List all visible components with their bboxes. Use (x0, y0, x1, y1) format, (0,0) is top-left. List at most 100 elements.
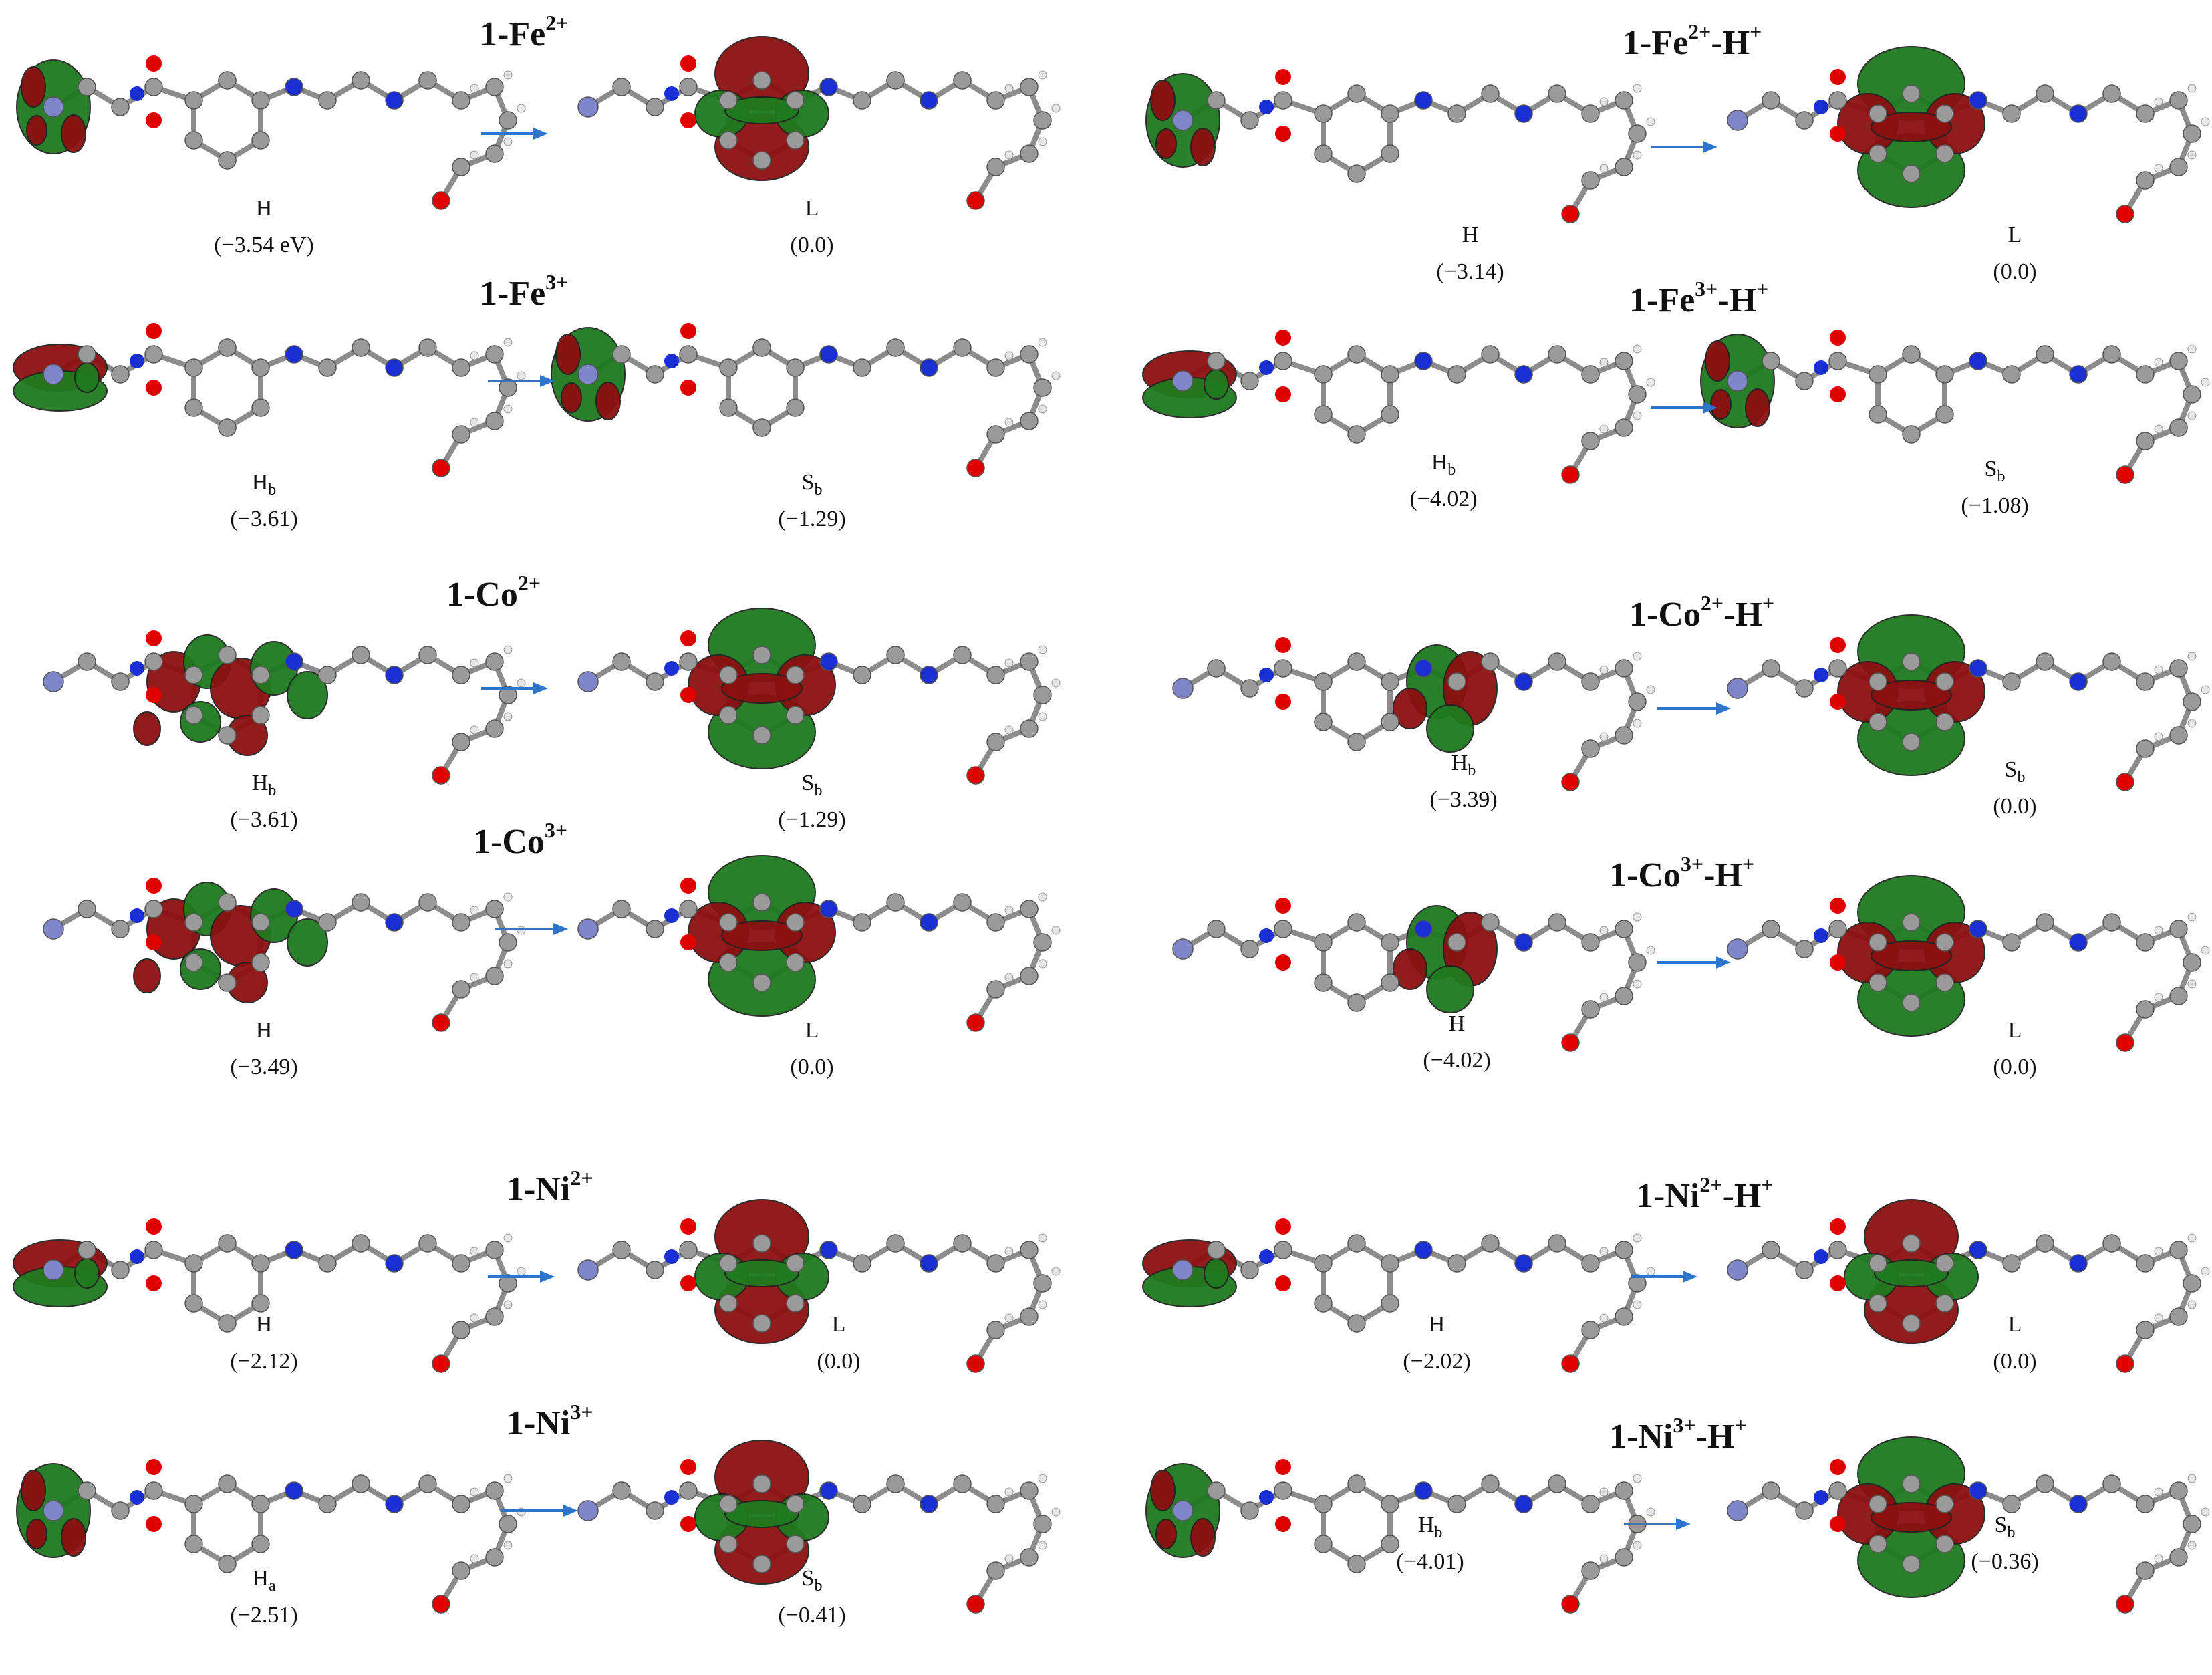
oxygen-atom (1561, 773, 1580, 791)
metal-atom (1172, 1500, 1194, 1521)
oxygen-atom (2116, 773, 2134, 791)
carbon-atom (1033, 686, 1052, 704)
lumo-molecule (1727, 614, 2210, 791)
nitrogen-atom (285, 345, 303, 364)
homo-molecule (16, 1459, 526, 1614)
carbon-atom (1207, 1481, 1226, 1500)
atoms (1172, 898, 1655, 1052)
negative-lobe (1150, 80, 1176, 121)
oxygen-atom (1830, 1218, 1846, 1235)
oxygen-atom (1275, 69, 1291, 85)
hydrogen-atom (2154, 1247, 2163, 1256)
hydrogen-atom (503, 645, 513, 654)
hydrogen-atom (503, 712, 513, 721)
carbon-atom (2136, 933, 2155, 952)
metal-atom (1172, 110, 1194, 131)
nitrogen-atom (664, 1249, 679, 1264)
lumo-energy: (0.0) (1993, 259, 2037, 284)
carbon-atom (352, 893, 370, 912)
lumo-orbital-name: L (2008, 223, 2022, 247)
carbon-atom (1207, 659, 1226, 678)
positive-lobe (1874, 1259, 1949, 1287)
lumo-molecule (1727, 1199, 2210, 1373)
nitrogen-atom (1259, 100, 1274, 114)
carbon-atom (719, 91, 738, 110)
carbon-atom (1869, 672, 1887, 691)
carbon-atom (1033, 111, 1052, 130)
lumo-energy: (−0.36) (1971, 1549, 2039, 1574)
title-metal: Ni (1665, 1177, 1700, 1215)
carbon-atom (1314, 144, 1333, 163)
carbon-atom (2136, 1321, 2155, 1339)
positive-lobe (724, 1259, 799, 1287)
carbon-atom (1314, 104, 1333, 123)
carbon-atom (719, 1495, 738, 1513)
carbon-atom (719, 706, 738, 725)
homo-energy: (−4.02) (1423, 1047, 1491, 1073)
carbon-atom (1869, 933, 1887, 952)
carbon-atom (1902, 425, 1921, 444)
carbon-atom (719, 953, 738, 972)
carbon-atom (953, 338, 972, 357)
carbon-atom (1762, 659, 1780, 678)
carbon-atom (251, 131, 270, 150)
hydrogen-atom (1004, 418, 1014, 427)
carbon-atom (1628, 385, 1647, 404)
carbon-atom (1347, 1314, 1366, 1333)
title-suffix-charge: + (1756, 277, 1769, 301)
hydrogen-atom (2187, 84, 2197, 93)
homo-orbital-name: Hb (1451, 751, 1476, 779)
carbon-atom (1548, 1474, 1566, 1493)
nitrogen-atom (385, 1495, 404, 1513)
nitrogen-atom (664, 908, 679, 923)
lumo-energy: (0.0) (1993, 793, 2037, 819)
carbon-atom (1902, 1474, 1921, 1493)
hydrogen-atom (2187, 411, 2197, 420)
hydrogen-atom (470, 725, 479, 735)
homo-molecule (1172, 898, 1655, 1052)
oxygen-atom (680, 380, 696, 396)
carbon-atom (986, 1321, 1005, 1339)
carbon-atom (786, 91, 805, 110)
oxygen-atom (1830, 898, 1846, 914)
lumo-orbital-name: Sb (801, 470, 823, 499)
carbon-atom (418, 1234, 437, 1253)
carbon-atom (452, 1561, 470, 1580)
arrow-head-icon (553, 923, 568, 935)
carbon-atom (612, 652, 631, 671)
carbon-atom (2002, 365, 2021, 384)
carbon-atom (218, 726, 237, 745)
homo-orbital-name: H (1448, 1011, 1466, 1036)
nitrogen-atom (1514, 104, 1533, 123)
carbon-atom (251, 913, 270, 932)
carbon-atom (679, 78, 698, 96)
carbon-atom (251, 91, 270, 110)
nitrogen-atom (664, 86, 679, 101)
carbon-atom (2102, 1234, 2121, 1253)
carbon-atom (1828, 1241, 1847, 1259)
carbon-atom (1795, 1501, 1814, 1520)
carbon-atom (452, 425, 470, 444)
hydrogen-atom (1004, 1247, 1014, 1256)
atoms (43, 323, 526, 477)
carbon-atom (886, 338, 905, 357)
carbon-atom (1581, 365, 1600, 384)
carbon-atom (1347, 164, 1366, 183)
carbon-atom (786, 666, 805, 684)
title-prefix: 1- (480, 15, 509, 53)
carbon-atom (485, 652, 504, 671)
carbon-atom (1615, 1307, 1633, 1326)
nitrogen-atom (1414, 920, 1433, 938)
carbon-atom (2136, 1000, 2155, 1019)
lumo-label: Sb(−1.08) (1928, 455, 2062, 521)
title-prefix: 1- (507, 1170, 536, 1208)
homo-energy: (−2.51) (230, 1602, 298, 1628)
nitrogen-atom (1969, 352, 1987, 370)
title-suffix: -H (1722, 1177, 1762, 1215)
carbon-atom (679, 900, 698, 918)
oxygen-atom (1830, 1275, 1846, 1291)
carbon-atom (1935, 1495, 1954, 1513)
hydrogen-atom (2154, 926, 2163, 935)
carbon-atom (2036, 345, 2054, 364)
carbon-atom (352, 71, 370, 90)
